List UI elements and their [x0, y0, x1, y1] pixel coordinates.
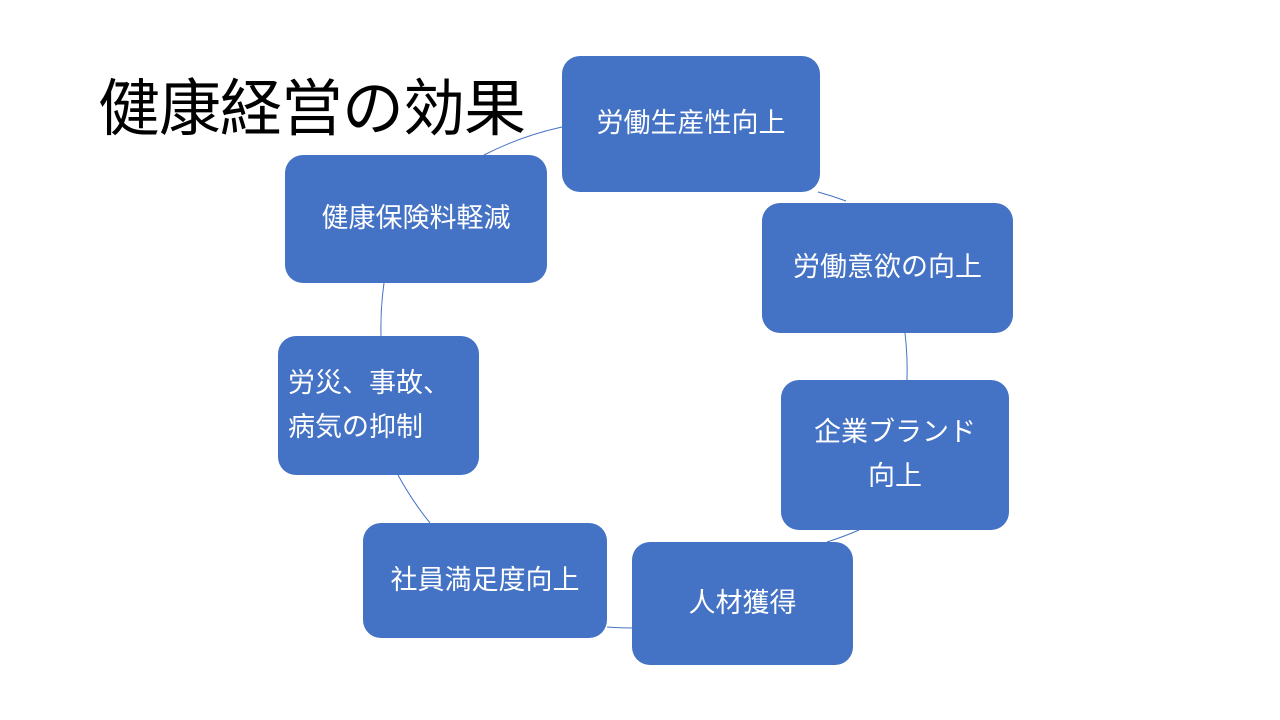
slide-title: 健康経営の効果 [98, 72, 526, 145]
cycle-node-productivity: 労働生産性向上 [562, 56, 820, 192]
connector-arc-6 [483, 126, 563, 156]
cycle-node-talent: 人材獲得 [632, 542, 853, 665]
node-label: 労働意欲の向上 [793, 252, 982, 283]
cycle-node-satisfaction: 社員満足度向上 [363, 523, 607, 638]
connector-arc-2 [826, 529, 860, 543]
connector-arc-5 [380, 282, 385, 337]
connector-arc-4 [397, 474, 431, 524]
node-label: 社員満足度向上 [390, 564, 580, 596]
cycle-node-brand: 企業ブランド 向上 [781, 380, 1009, 530]
cycle-node-motivation: 労働意欲の向上 [762, 203, 1013, 333]
node-label: 労災、事故、 [288, 367, 450, 399]
node-label: 向上 [868, 461, 922, 492]
node-label: 人材獲得 [688, 587, 797, 619]
node-label: 健康保険料軽減 [321, 203, 511, 234]
connector-arc-0 [817, 191, 847, 202]
cycle-node-accident-prevention: 労災、事故、 病気の抑制 [278, 336, 479, 475]
node-label: 病気の抑制 [288, 411, 423, 443]
connector-arc-1 [904, 332, 908, 381]
node-label: 労働生産性向上 [596, 108, 786, 139]
connector-arc-3 [606, 626, 633, 629]
cycle-node-insurance-reduction: 健康保険料軽減 [285, 155, 547, 283]
node-label: 企業ブランド [814, 417, 976, 448]
